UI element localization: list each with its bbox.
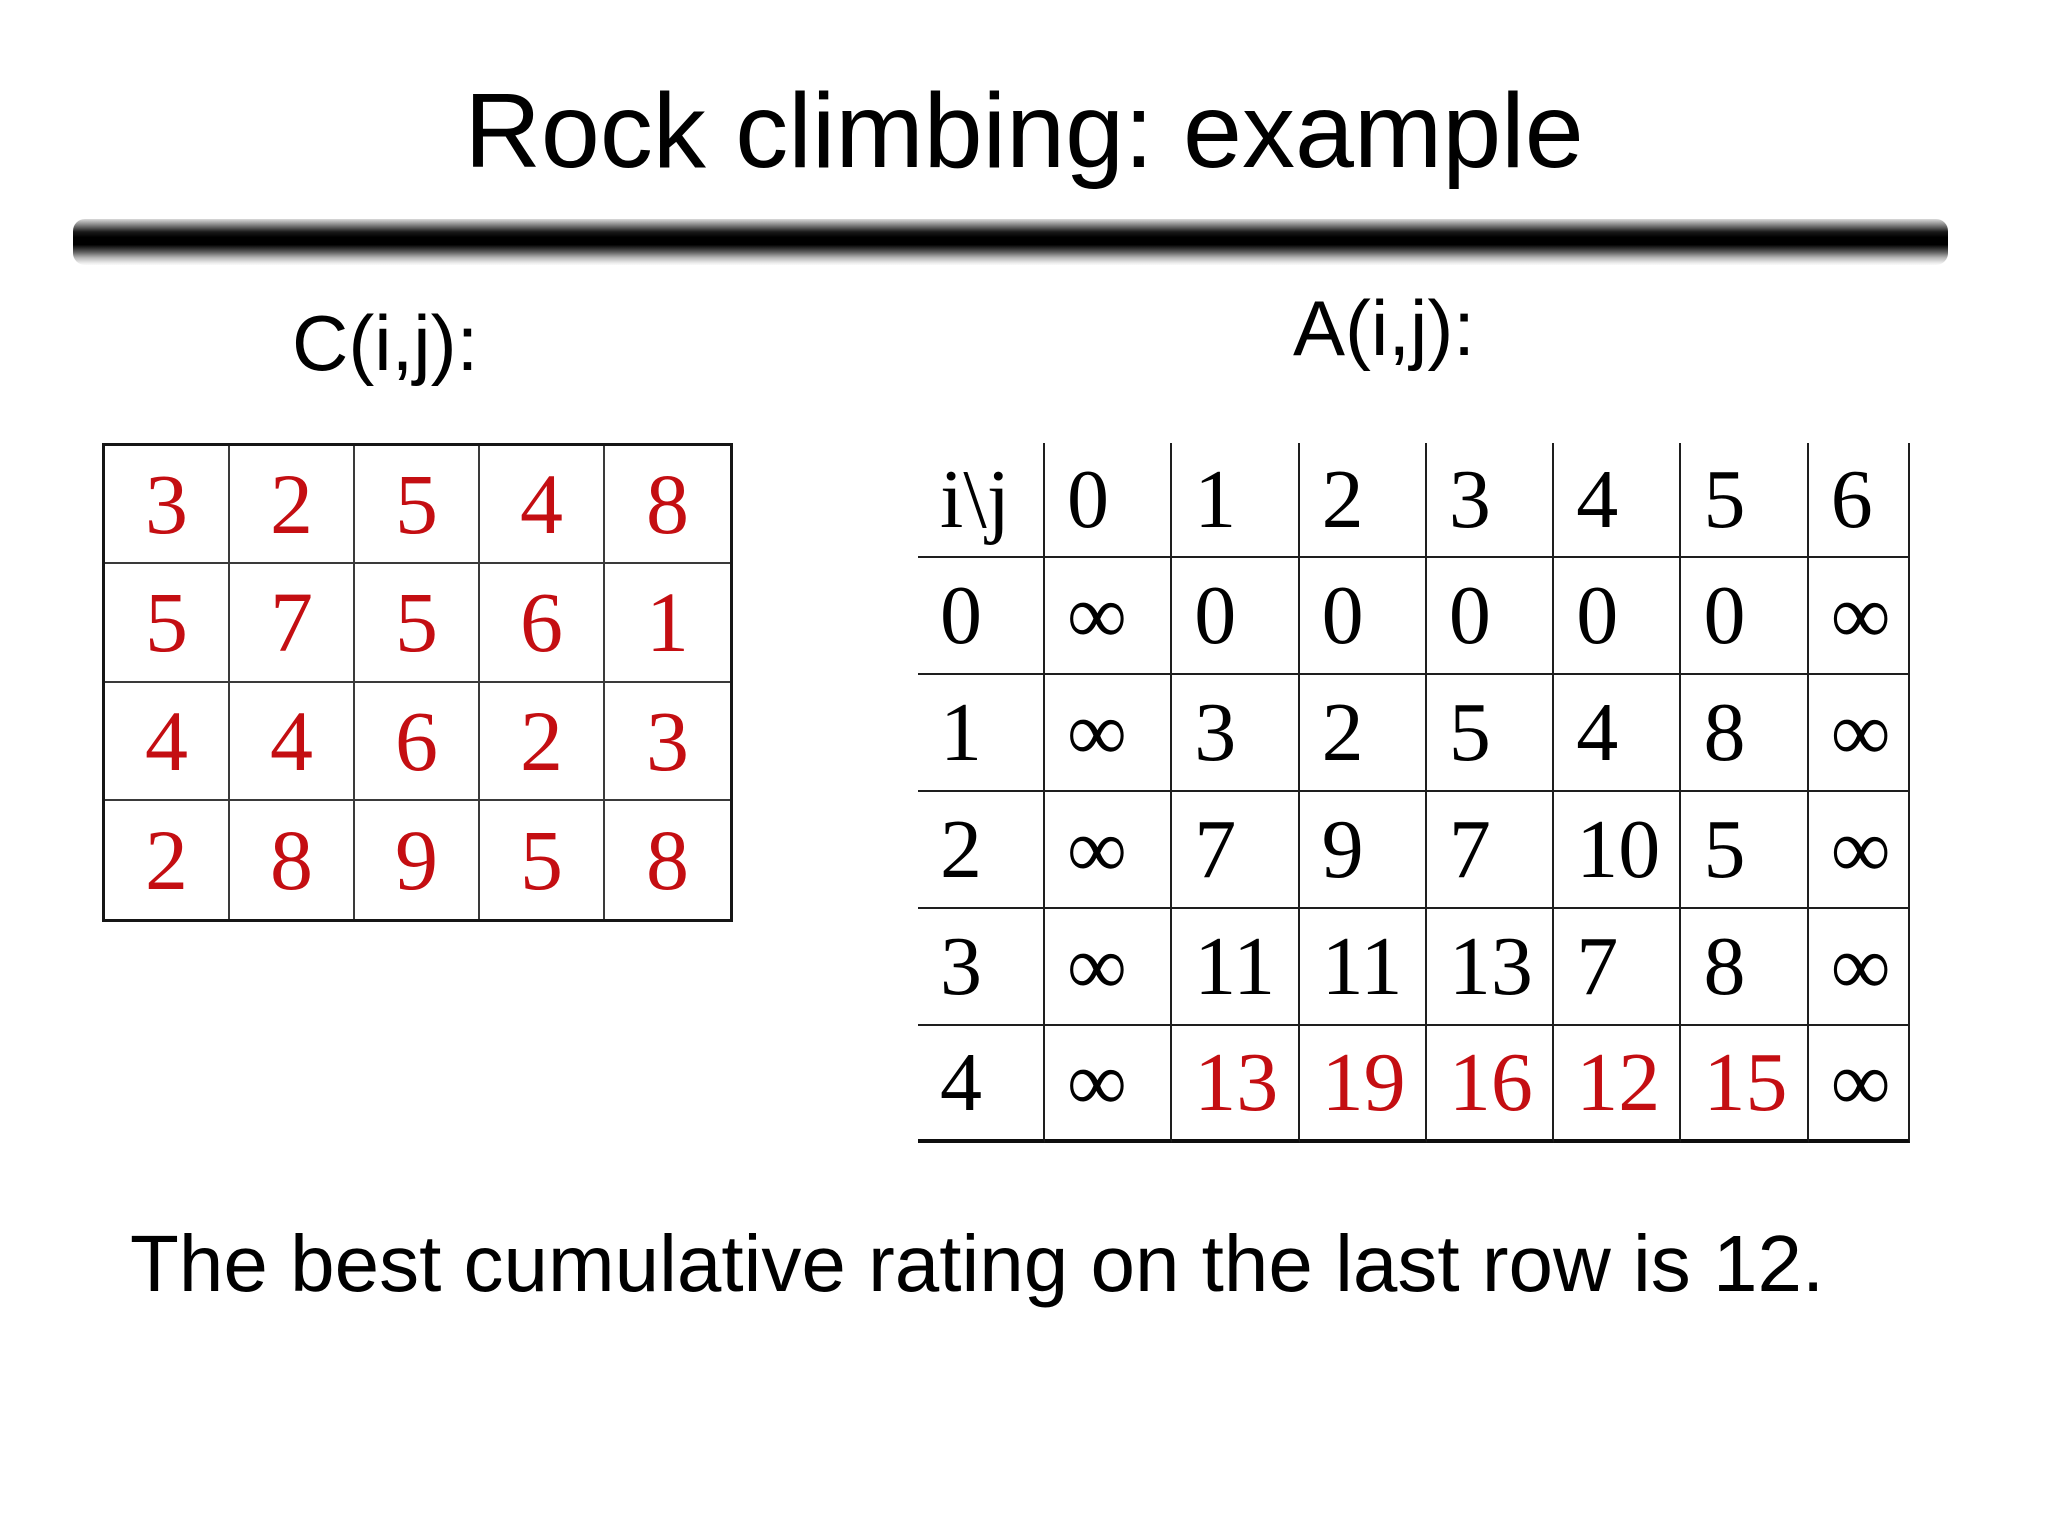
- a-matrix-cell: 7: [1426, 792, 1555, 909]
- a-matrix-cell: 5: [1426, 675, 1555, 792]
- c-matrix-cell: 2: [105, 800, 230, 919]
- a-matrix-cell: 0: [1172, 558, 1300, 675]
- a-matrix-cell: ∞: [1045, 792, 1173, 909]
- a-matrix-column-header: 0: [1045, 443, 1173, 558]
- a-matrix-cell: 11: [1172, 909, 1300, 1026]
- a-matrix-row-label: 0: [918, 558, 1045, 675]
- c-matrix-cell: 6: [480, 564, 605, 683]
- a-matrix-cell: 16: [1426, 1026, 1555, 1143]
- c-matrix-cell: 8: [230, 800, 355, 919]
- divider-bar: [73, 219, 1948, 265]
- a-matrix-cell: 0: [1681, 558, 1809, 675]
- a-matrix-cell: 8: [1681, 675, 1809, 792]
- c-matrix-cell: 5: [480, 800, 605, 919]
- a-matrix-cell: 0: [1554, 558, 1682, 675]
- a-matrix-cell: 0: [1299, 558, 1427, 675]
- a-matrix-cell: 10: [1554, 792, 1682, 909]
- c-matrix-cell: 7: [230, 564, 355, 683]
- a-matrix-cell: 13: [1426, 909, 1555, 1026]
- a-matrix-cell: 9: [1299, 792, 1427, 909]
- a-matrix-cell: 8: [1681, 909, 1809, 1026]
- a-matrix-cell: 19: [1299, 1026, 1427, 1143]
- a-matrix-cell: ∞: [1045, 675, 1173, 792]
- a-matrix-row-label: 3: [918, 909, 1045, 1026]
- a-matrix-column-header: 3: [1426, 443, 1555, 558]
- a-matrix-cell: ∞: [1808, 909, 1910, 1026]
- a-matrix-cell: 5: [1681, 792, 1809, 909]
- a-matrix-cell: 12: [1554, 1026, 1682, 1143]
- a-matrix-cell: ∞: [1045, 1026, 1173, 1143]
- a-matrix-cell: 11: [1299, 909, 1427, 1026]
- a-matrix-cell: 7: [1554, 909, 1682, 1026]
- a-matrix-cell: ∞: [1808, 675, 1910, 792]
- a-matrix-label: A(i,j):: [1293, 284, 1475, 372]
- a-matrix-cell: 13: [1172, 1026, 1300, 1143]
- a-matrix-column-header: 6: [1808, 443, 1910, 558]
- c-matrix-cell: 4: [230, 682, 355, 801]
- a-matrix-cell: 0: [1426, 558, 1555, 675]
- c-matrix-cell: 5: [355, 564, 480, 683]
- a-matrix-corner-header: i\j: [918, 443, 1045, 558]
- a-matrix-cell: ∞: [1808, 1026, 1910, 1143]
- c-matrix-cell: 6: [355, 682, 480, 801]
- a-matrix-cell: 2: [1299, 675, 1427, 792]
- a-matrix-column-header: 4: [1554, 443, 1682, 558]
- c-matrix-cell: 5: [105, 564, 230, 683]
- a-matrix-cell: 15: [1681, 1026, 1809, 1143]
- a-matrix-cell: ∞: [1045, 909, 1173, 1026]
- c-matrix-cell: 1: [605, 564, 730, 683]
- a-matrix-cell: 4: [1554, 675, 1682, 792]
- c-matrix-cell: 3: [605, 683, 730, 801]
- a-matrix-cell: 7: [1172, 792, 1300, 909]
- slide-title: Rock climbing: example: [464, 72, 1584, 190]
- c-matrix-cell: 2: [480, 682, 605, 801]
- a-matrix-row-label: 1: [918, 675, 1045, 792]
- c-matrix-cell: 5: [355, 446, 480, 565]
- c-matrix-cell: 8: [646, 811, 689, 908]
- a-matrix-row-label: 4: [918, 1026, 1045, 1143]
- c-matrix-cell: 2: [230, 446, 355, 565]
- a-matrix-column-header: 1: [1172, 443, 1300, 558]
- a-matrix-column-header: 5: [1681, 443, 1809, 558]
- c-matrix-label: C(i,j):: [292, 299, 479, 387]
- caption-text: The best cumulative rating on the last r…: [130, 1219, 1825, 1308]
- c-matrix-cell: 4: [480, 446, 605, 565]
- a-matrix-cell: ∞: [1808, 792, 1910, 909]
- a-matrix-column-header: 2: [1299, 443, 1427, 558]
- a-matrix-cell: ∞: [1045, 558, 1173, 675]
- c-matrix-cell: 8: [605, 446, 730, 565]
- c-matrix-cell: 4: [105, 682, 230, 801]
- c-matrix-cell: 3: [105, 446, 230, 565]
- a-matrix-cell: 3: [1172, 675, 1300, 792]
- a-matrix-row-label: 2: [918, 792, 1045, 909]
- c-matrix-cell: 9: [355, 800, 480, 919]
- a-matrix-cell: ∞: [1808, 558, 1910, 675]
